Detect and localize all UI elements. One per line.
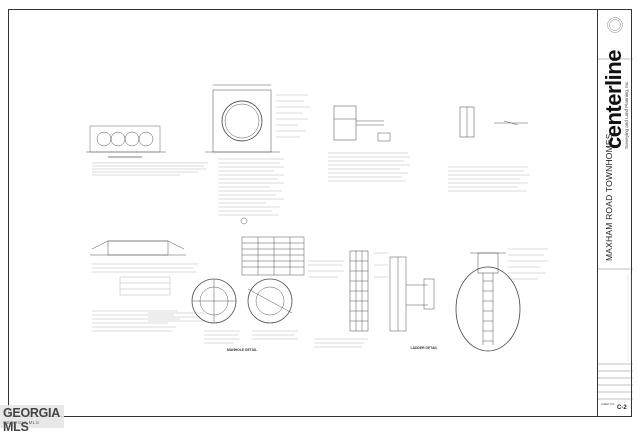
- notes-text-block-5: [92, 263, 206, 332]
- foundation-section-detail: [90, 240, 186, 256]
- watermark-sub: GEORGIA MLS: [3, 420, 40, 425]
- notes-text-block-2: [218, 158, 284, 216]
- project-title: MAXHAM ROAD TOWNHOMES: [604, 133, 614, 261]
- reinforcing-table: [241, 236, 305, 276]
- notes-text-block-3: [328, 152, 410, 182]
- title-block: centerline Surveying and Land Planning, …: [597, 9, 633, 417]
- inlet-detail: [333, 105, 391, 142]
- drawing-sheet: [8, 9, 632, 417]
- title-block-lines: [598, 17, 633, 400]
- mls-watermark: GEORGIA MLS GEORGIA MLS: [0, 405, 64, 434]
- seal-icon: [607, 17, 623, 33]
- detail-drawings: MANHOLE DETAIL LADDER DETAIL: [86, 84, 548, 352]
- sheet-number: C-2: [617, 405, 627, 411]
- sheet-number-label: SHEET NO.: [601, 403, 615, 406]
- marker-detail: [459, 106, 528, 138]
- details-area: MANHOLE DETAIL LADDER DETAIL: [8, 9, 597, 417]
- detail-title-manhole: MANHOLE DETAIL: [227, 348, 257, 352]
- headwall-detail: [205, 84, 280, 153]
- notes-text-block-7: [308, 252, 388, 348]
- manhole-plan-detail: [191, 278, 293, 324]
- detail-title-ladder: LADDER DETAIL: [410, 346, 437, 350]
- headwall-notes: [276, 94, 310, 138]
- firm-subtitle: Surveying and Land Planning, Inc.: [624, 80, 629, 149]
- ladder-detail-2: [389, 256, 435, 332]
- notes-text-block-1: [92, 162, 208, 176]
- notes-text-block-4: [448, 166, 530, 192]
- pipe-section-detail: [86, 125, 166, 158]
- notes-text-block-8: [508, 248, 548, 280]
- notes-text-block-6: [204, 330, 298, 344]
- manhole-section-detail: [455, 252, 521, 352]
- ladder-detail-1: [349, 250, 369, 332]
